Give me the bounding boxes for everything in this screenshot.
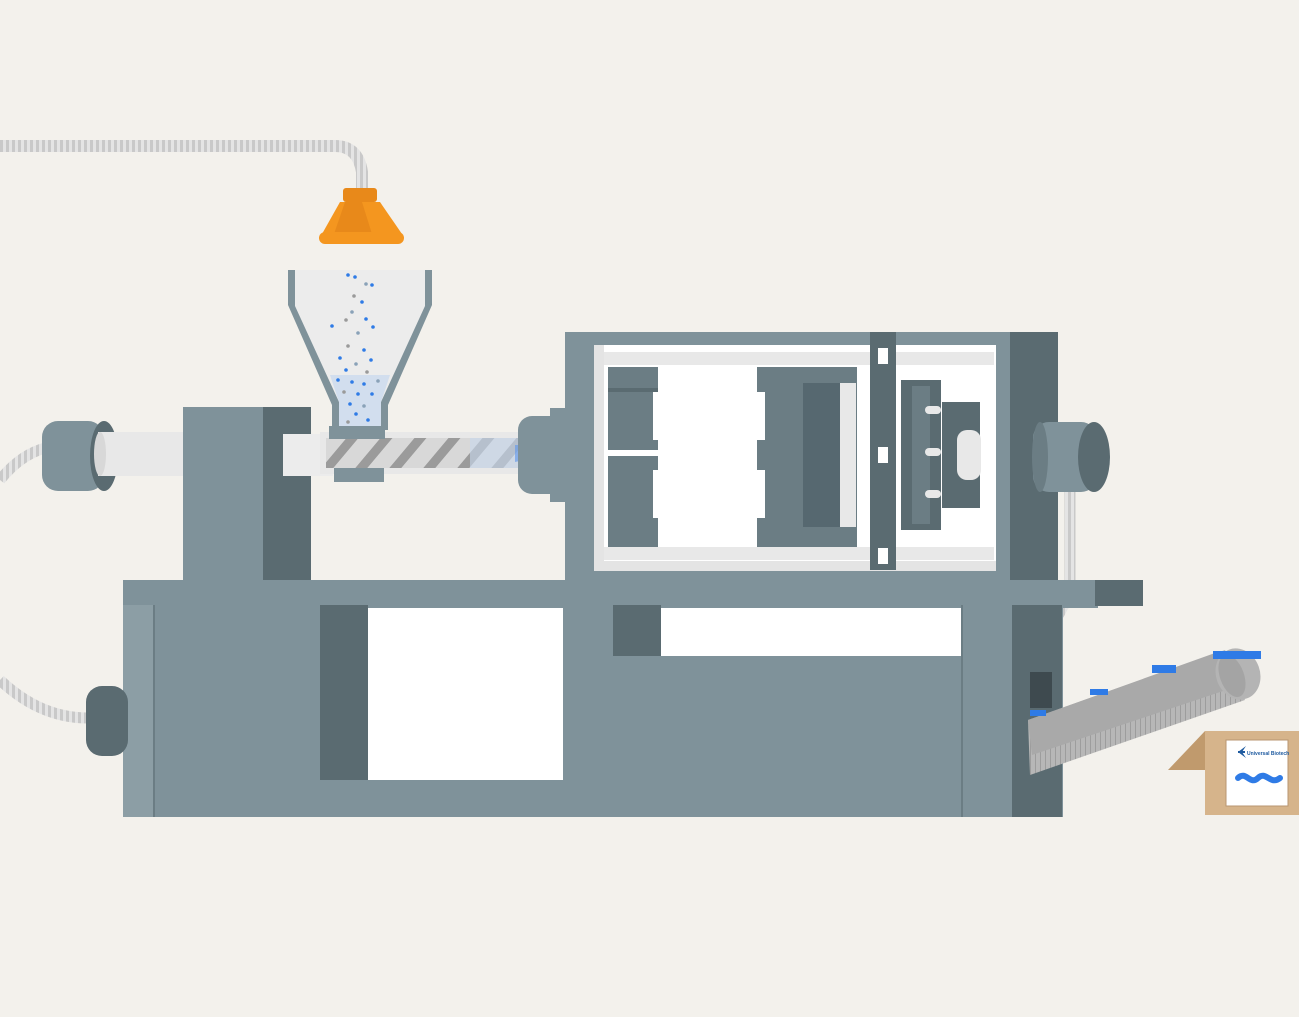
box-product-image	[1235, 772, 1283, 784]
stationary-platen	[608, 367, 663, 547]
nozzle-mount-flange	[518, 408, 568, 502]
injection-unit-housing	[183, 407, 333, 582]
hopper-throat-flange	[329, 426, 385, 482]
plastic-pellets	[330, 273, 380, 424]
tie-bars	[604, 352, 994, 560]
molded-plastic-parts	[1030, 651, 1261, 716]
hopper-with-plastic-pellets	[288, 270, 432, 430]
clamp-hydraulic-cylinder	[1032, 422, 1110, 492]
side-motor-port	[86, 686, 128, 756]
box-logo-icon	[1238, 746, 1246, 758]
side-hose-lower	[0, 675, 89, 724]
ejector-plate	[901, 380, 981, 530]
injection-drive-shaft	[94, 432, 188, 476]
side-hose-upper	[0, 442, 47, 484]
machine-base	[123, 580, 1143, 817]
conveyor-belt	[1028, 648, 1261, 775]
moving-platen	[757, 367, 857, 547]
clamp-column	[870, 332, 896, 570]
output-box: Universal Biotech	[1168, 731, 1299, 815]
vacuum-loader-nozzle	[319, 188, 404, 244]
material-feed-hose	[0, 140, 368, 192]
box-brand-label: Universal Biotech	[1247, 751, 1289, 757]
